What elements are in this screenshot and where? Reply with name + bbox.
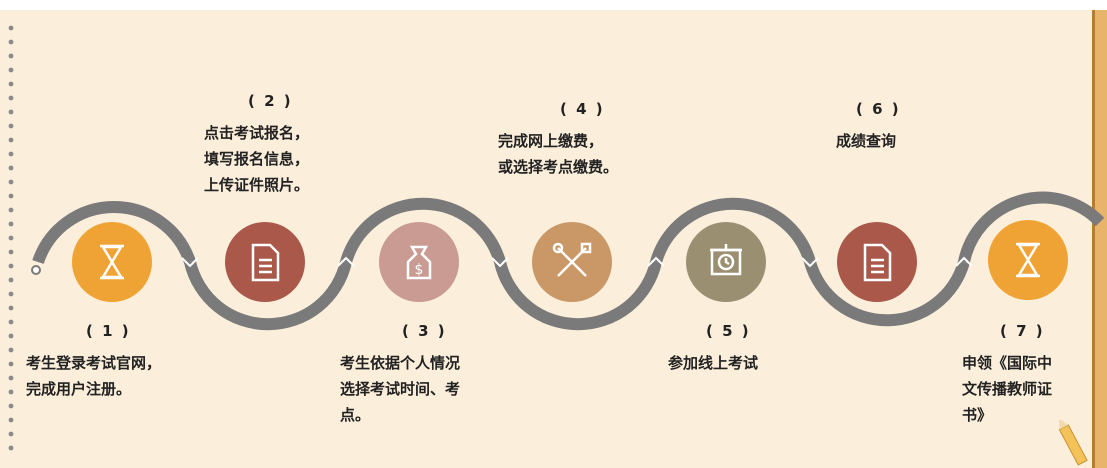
step-7-line-2: 文传播教师证 <box>962 380 1053 398</box>
step-5-line-1: 参加线上考试 <box>668 354 759 372</box>
step-2-line-2: 填写报名信息， <box>204 150 310 168</box>
step-1-number: ( 1 ) <box>86 322 131 340</box>
top-border <box>0 0 1107 10</box>
step-7-line-1: 申领《国际中 <box>962 354 1053 372</box>
pencil-decoration <box>1058 420 1088 466</box>
step-7-icon <box>988 220 1068 300</box>
step-6-line-1: 成绩查询 <box>836 132 897 150</box>
presentation-clock-icon <box>710 244 742 276</box>
hourglass-icon <box>100 244 124 280</box>
step-3-icon: $ <box>379 222 459 302</box>
step-2-icon <box>225 222 305 302</box>
hourglass-icon <box>1016 242 1040 278</box>
step-3-line-1: 考生依据个人情况 <box>340 354 461 372</box>
step-7-text: ( 7 ) 申领《国际中 文传播教师证 书》 <box>962 318 1082 428</box>
notebook-spiral <box>8 25 14 451</box>
step-6-number: ( 6 ) <box>856 100 901 118</box>
step-3-text: ( 3 ) 考生依据个人情况 选择考试时间、考 点。 <box>340 318 510 428</box>
step-2-number: ( 2 ) <box>248 92 293 110</box>
step-1-line-2: 完成用户注册。 <box>26 380 132 398</box>
step-4-line-2: 或选择考点缴费。 <box>498 158 619 176</box>
step-2-line-1: 点击考试报名， <box>204 124 310 142</box>
step-3-number: ( 3 ) <box>402 322 447 340</box>
document-icon <box>863 243 892 282</box>
step-5-text: ( 5 ) 参加线上考试 <box>668 318 798 376</box>
step-5-number: ( 5 ) <box>706 322 751 340</box>
document-icon <box>251 243 280 282</box>
step-1-icon <box>72 222 152 302</box>
step-7-number: ( 7 ) <box>1000 322 1045 340</box>
step-4-icon <box>532 222 612 302</box>
step-5-icon <box>686 222 766 302</box>
step-3-line-2: 选择考试时间、考 <box>340 380 461 398</box>
money-bag-icon: $ <box>406 245 432 280</box>
step-4-text: ( 4 ) 完成网上缴费， 或选择考点缴费。 <box>498 96 658 180</box>
tools-icon <box>552 242 592 277</box>
step-4-line-1: 完成网上缴费， <box>498 132 604 150</box>
step-2-text: ( 2 ) 点击考试报名， 填写报名信息， 上传证件照片。 <box>204 88 354 198</box>
step-1-line-1: 考生登录考试官网， <box>26 354 162 372</box>
step-4-number: ( 4 ) <box>560 100 605 118</box>
step-6-text: ( 6 ) 成绩查询 <box>836 96 936 154</box>
step-6-icon <box>837 222 917 302</box>
notebook-right-edge <box>1092 10 1107 468</box>
svg-text:$: $ <box>415 262 424 278</box>
step-2-line-3: 上传证件照片。 <box>204 176 310 194</box>
step-3-line-3: 点。 <box>340 406 371 424</box>
step-1-text: ( 1 ) 考生登录考试官网， 完成用户注册。 <box>26 318 216 402</box>
step-7-line-3: 书》 <box>962 406 993 424</box>
